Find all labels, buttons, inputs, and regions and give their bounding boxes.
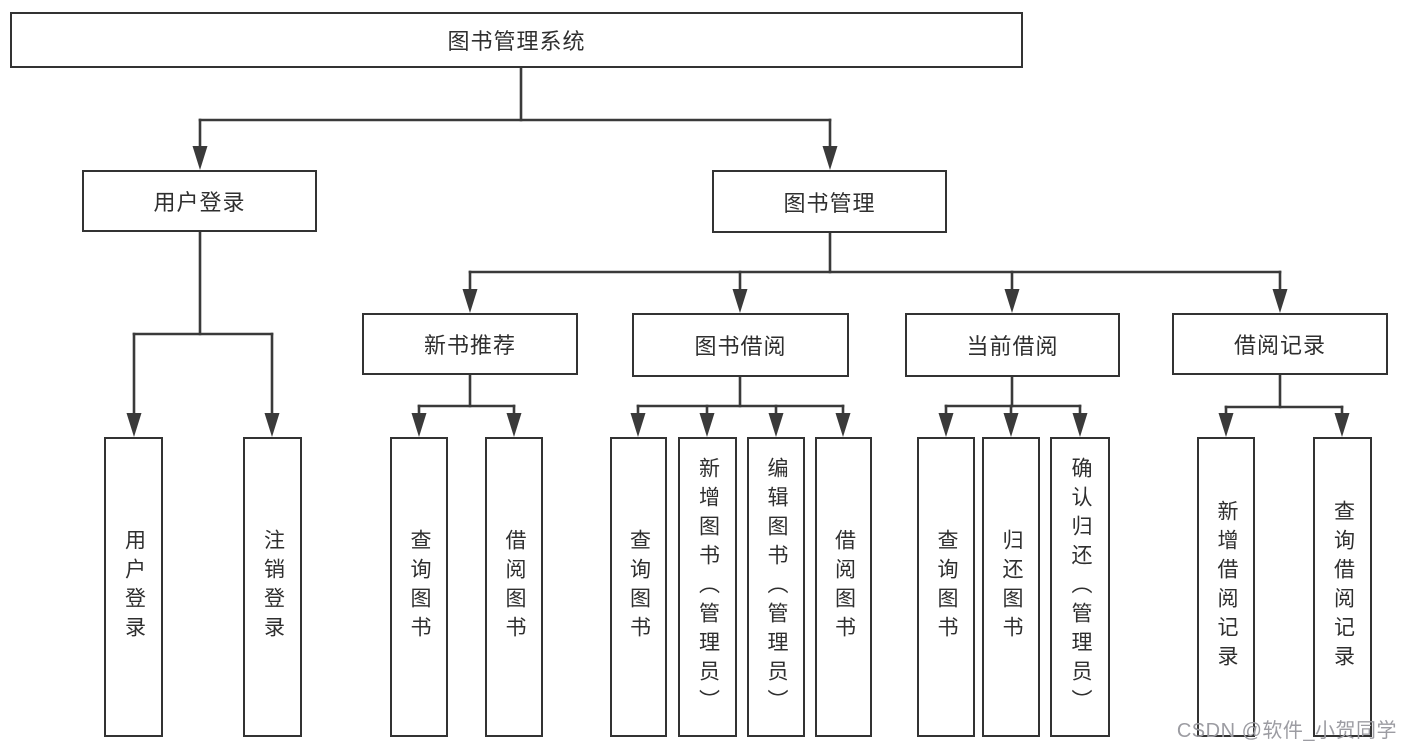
node-user-login: 用户登录 <box>82 170 317 232</box>
node-current-borrowing: 当前借阅 <box>905 313 1120 377</box>
node-label: 确认归还（管理员） <box>1069 456 1093 718</box>
node-label: 新增借阅记录 <box>1215 500 1239 674</box>
leaf-borrowing-borrow-books: 借阅图书 <box>815 437 872 737</box>
leaf-borrowing-query-books: 查询图书 <box>610 437 667 737</box>
node-borrowing-records: 借阅记录 <box>1172 313 1388 375</box>
node-book-management: 图书管理 <box>712 170 947 233</box>
node-label: 用户登录 <box>122 529 146 645</box>
node-label: 查询图书 <box>408 529 432 645</box>
node-label: 用户登录 <box>153 190 246 215</box>
node-label: 查询借阅记录 <box>1331 500 1355 674</box>
node-label: 图书管理系统 <box>447 29 586 54</box>
leaf-records-add-record: 新增借阅记录 <box>1197 437 1255 737</box>
node-label: 新书推荐 <box>423 333 516 358</box>
node-label: 编辑图书（管理员） <box>765 456 789 718</box>
node-label: 查询图书 <box>627 529 651 645</box>
node-label: 图书借阅 <box>694 334 787 359</box>
leaf-current-query-books: 查询图书 <box>917 437 975 737</box>
csdn-watermark: CSDN @软件_小贺同学 <box>1176 720 1397 742</box>
node-label: 当前借阅 <box>966 334 1059 359</box>
leaf-current-confirm-return-admin: 确认归还（管理员） <box>1050 437 1110 737</box>
node-label: 借阅图书 <box>503 529 527 645</box>
leaf-recommend-query-books: 查询图书 <box>390 437 448 737</box>
leaf-current-return-books: 归还图书 <box>982 437 1040 737</box>
node-book-borrowing: 图书借阅 <box>632 313 849 377</box>
leaf-borrowing-add-books-admin: 新增图书（管理员） <box>678 437 737 737</box>
node-label: 图书管理 <box>783 190 876 216</box>
node-label: 借阅记录 <box>1233 333 1326 358</box>
leaf-logout: 注销登录 <box>243 437 302 737</box>
node-label: 归还图书 <box>1000 529 1024 645</box>
leaf-recommend-borrow-books: 借阅图书 <box>485 437 543 737</box>
leaf-borrowing-edit-books-admin: 编辑图书（管理员） <box>747 437 805 737</box>
node-label: 查询图书 <box>935 529 959 645</box>
node-label: 注销登录 <box>261 529 285 645</box>
leaf-records-query-record: 查询借阅记录 <box>1313 437 1372 737</box>
node-new-book-recommendation: 新书推荐 <box>362 313 578 375</box>
node-root: 图书管理系统 <box>10 12 1023 68</box>
node-label: 借阅图书 <box>832 529 856 645</box>
leaf-user-login: 用户登录 <box>104 437 163 737</box>
node-label: 新增图书（管理员） <box>696 456 720 718</box>
